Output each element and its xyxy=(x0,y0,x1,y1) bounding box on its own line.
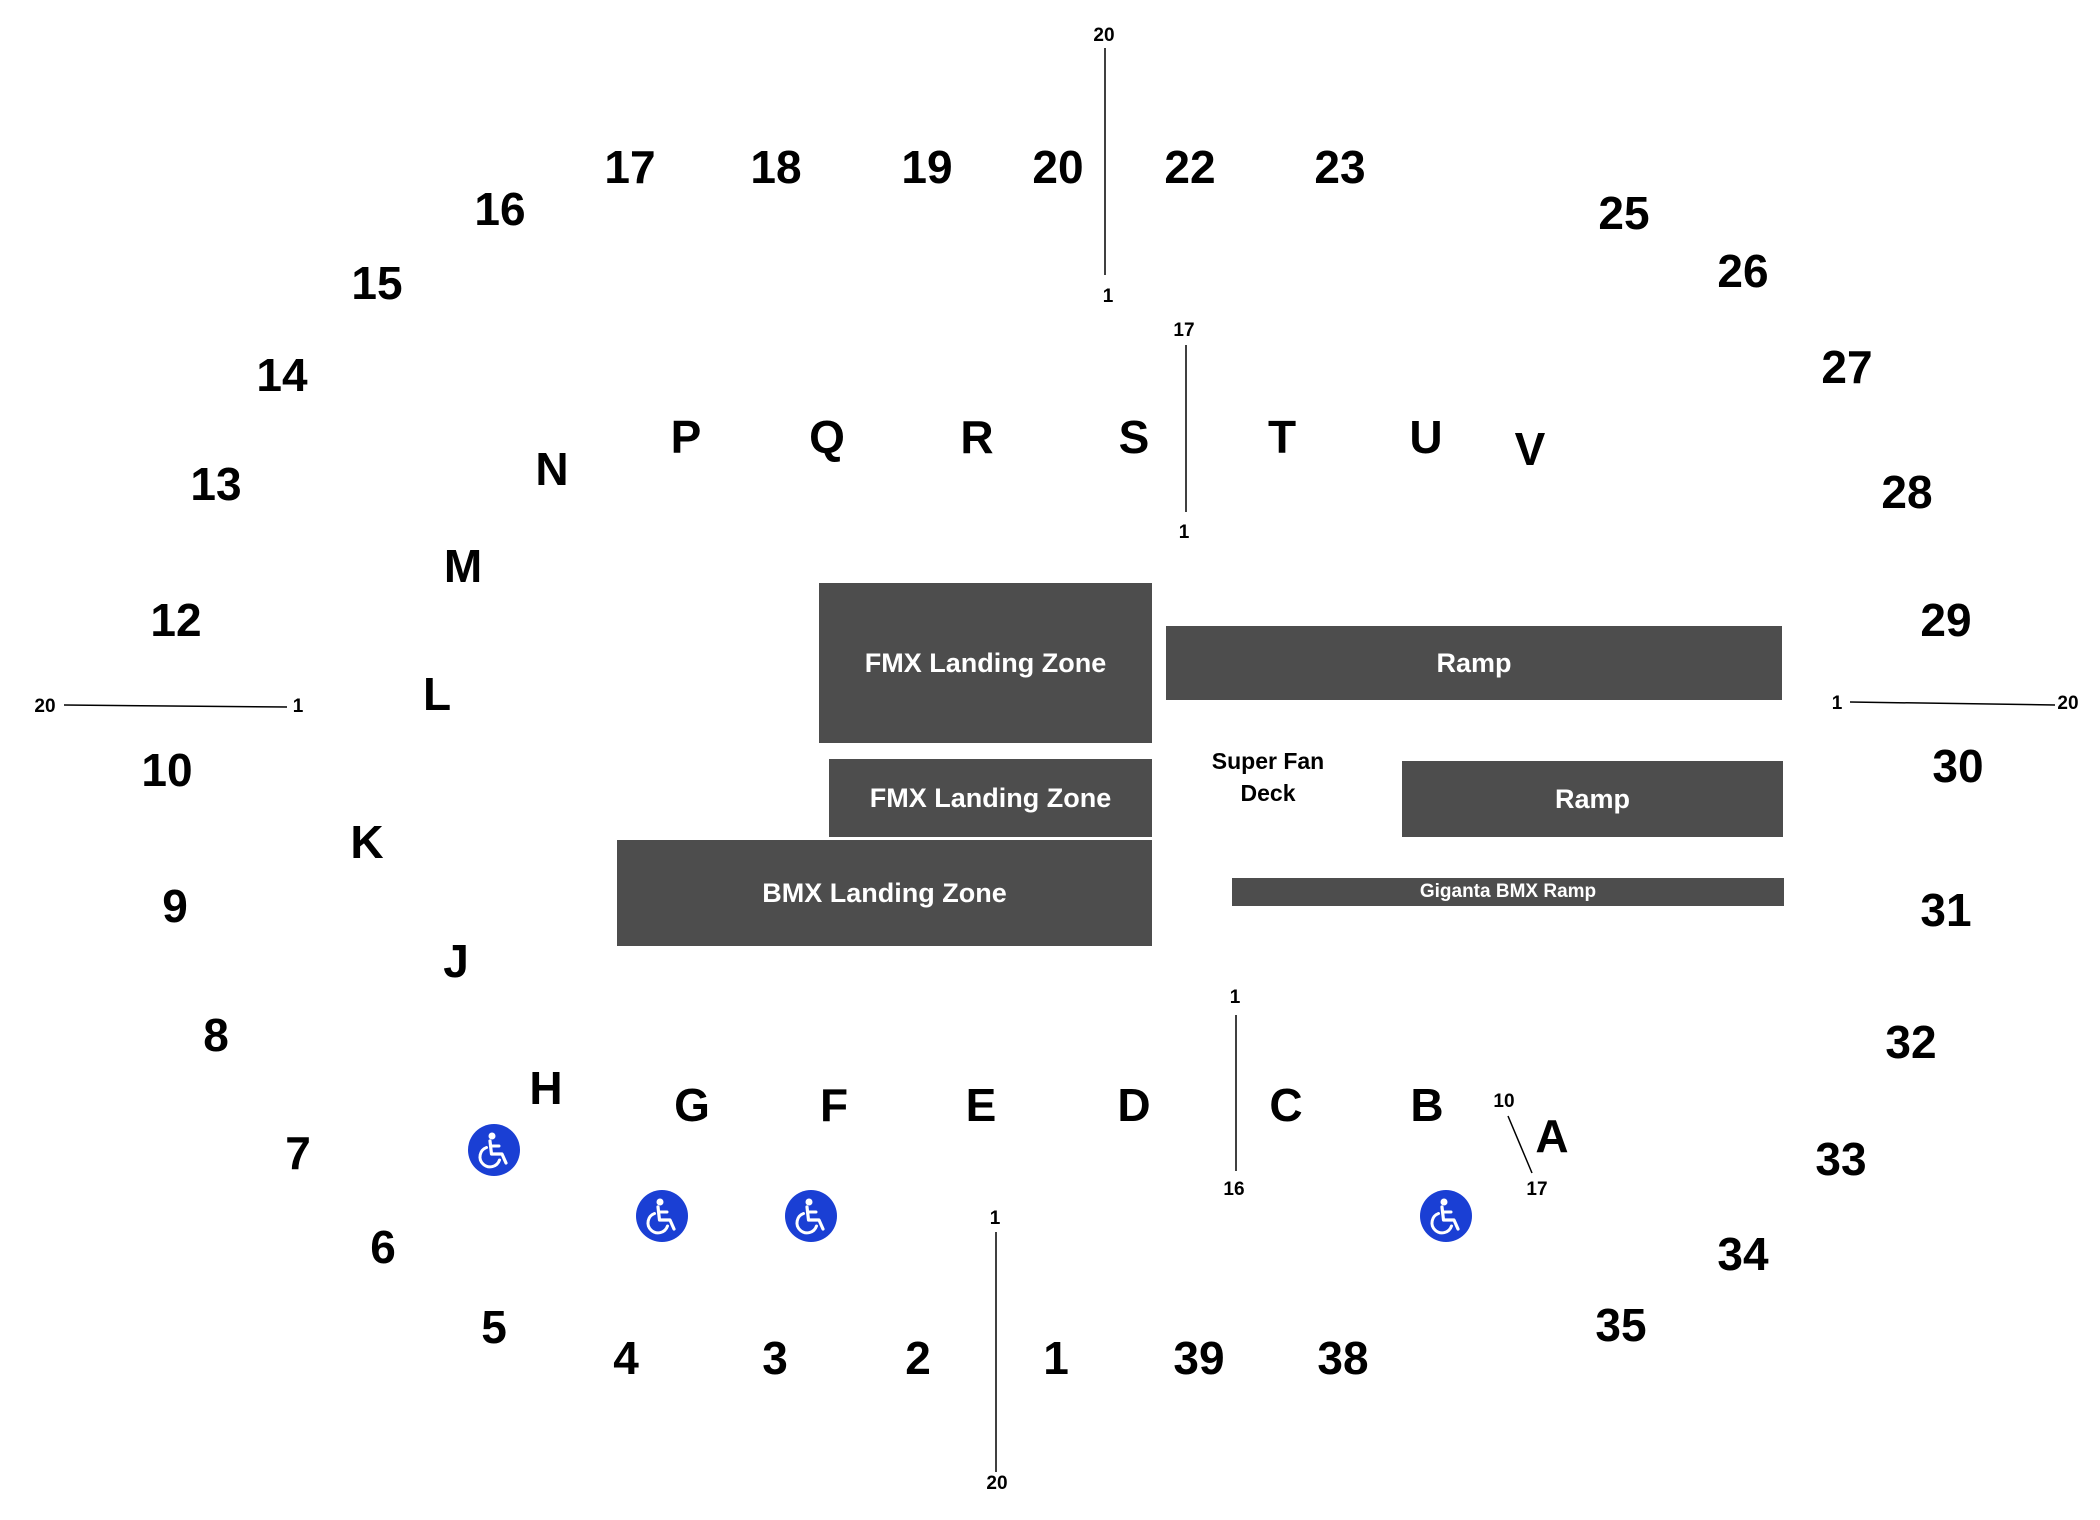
seat-range-line-right xyxy=(1849,701,2056,706)
wheelchair-icon-graphic xyxy=(1420,1190,1472,1242)
row-N[interactable]: N xyxy=(535,443,569,495)
section-30[interactable]: 30 xyxy=(1932,740,1984,792)
row-J[interactable]: J xyxy=(443,935,469,987)
row-B[interactable]: B xyxy=(1410,1079,1444,1131)
section-8[interactable]: 8 xyxy=(203,1009,229,1061)
section-15[interactable]: 15 xyxy=(351,257,403,309)
row-R[interactable]: R xyxy=(960,411,994,463)
section-28[interactable]: 28 xyxy=(1881,466,1933,518)
seat-range-line-left xyxy=(63,704,288,708)
section-34[interactable]: 34 xyxy=(1717,1228,1769,1280)
fmx-landing-zone-upper: FMX Landing Zone xyxy=(819,583,1152,743)
section-18[interactable]: 18 xyxy=(750,141,802,193)
seat-marker-dc-top: 1 xyxy=(1229,987,1241,1008)
giganta-bmx-ramp: Giganta BMX Ramp xyxy=(1232,878,1784,906)
ramp-upper: Ramp xyxy=(1166,626,1782,700)
section-16[interactable]: 16 xyxy=(474,183,526,235)
section-29[interactable]: 29 xyxy=(1920,594,1972,646)
section-23[interactable]: 23 xyxy=(1314,141,1366,193)
row-V[interactable]: V xyxy=(1514,423,1546,475)
section-35[interactable]: 35 xyxy=(1595,1299,1647,1351)
row-A[interactable]: A xyxy=(1535,1110,1569,1162)
wheelchair-icon-graphic xyxy=(636,1190,688,1242)
seat-marker-right-inner: 1 xyxy=(1831,693,1843,714)
row-K[interactable]: K xyxy=(350,816,384,868)
section-12[interactable]: 12 xyxy=(150,594,202,646)
wheelchair-icon-graphic xyxy=(468,1124,520,1176)
row-M[interactable]: M xyxy=(443,540,483,592)
section-14[interactable]: 14 xyxy=(256,349,308,401)
row-T[interactable]: T xyxy=(1267,411,1297,463)
section-13[interactable]: 13 xyxy=(190,458,242,510)
section-7[interactable]: 7 xyxy=(285,1127,311,1179)
row-E[interactable]: E xyxy=(965,1079,997,1131)
row-P[interactable]: P xyxy=(670,411,702,463)
section-32[interactable]: 32 xyxy=(1885,1016,1937,1068)
section-22[interactable]: 22 xyxy=(1164,141,1216,193)
section-27[interactable]: 27 xyxy=(1821,341,1873,393)
super-fan-deck-line2: Deck xyxy=(1240,780,1296,806)
seat-marker-dc-bottom: 16 xyxy=(1223,1179,1245,1200)
seat-marker-top-high: 20 xyxy=(1093,25,1115,46)
row-F[interactable]: F xyxy=(819,1079,849,1131)
section-1[interactable]: 1 xyxy=(1043,1332,1069,1384)
section-31[interactable]: 31 xyxy=(1920,884,1972,936)
wheelchair-icon[interactable] xyxy=(636,1190,688,1242)
row-D[interactable]: D xyxy=(1117,1079,1151,1131)
row-G[interactable]: G xyxy=(674,1079,710,1131)
section-25[interactable]: 25 xyxy=(1598,187,1650,239)
row-Q[interactable]: Q xyxy=(809,411,845,463)
super-fan-deck: Super Fan Deck xyxy=(1212,745,1324,809)
row-C[interactable]: C xyxy=(1269,1079,1303,1131)
section-38[interactable]: 38 xyxy=(1317,1332,1369,1384)
section-20[interactable]: 20 xyxy=(1032,141,1084,193)
section-10[interactable]: 10 xyxy=(141,744,193,796)
row-S[interactable]: S xyxy=(1118,411,1150,463)
section-17[interactable]: 17 xyxy=(604,141,656,193)
seat-marker-a-bottom: 17 xyxy=(1526,1179,1548,1200)
wheelchair-icon[interactable] xyxy=(468,1124,520,1176)
section-6[interactable]: 6 xyxy=(370,1221,396,1273)
seat-marker-bottom-low: 20 xyxy=(986,1473,1008,1494)
seat-marker-right-outer: 20 xyxy=(2057,693,2079,714)
section-4[interactable]: 4 xyxy=(613,1332,639,1384)
section-39[interactable]: 39 xyxy=(1173,1332,1225,1384)
section-9[interactable]: 9 xyxy=(162,880,188,932)
row-U[interactable]: U xyxy=(1409,411,1443,463)
wheelchair-icon-graphic xyxy=(785,1190,837,1242)
fmx-landing-zone-lower: FMX Landing Zone xyxy=(829,759,1152,837)
ramp-lower: Ramp xyxy=(1402,761,1783,837)
seat-marker-left-outer: 20 xyxy=(34,696,56,717)
seat-range-line-a xyxy=(1507,1115,1533,1174)
super-fan-deck-line1: Super Fan xyxy=(1211,748,1325,774)
section-5[interactable]: 5 xyxy=(481,1301,507,1353)
bmx-landing-zone: BMX Landing Zone xyxy=(617,840,1152,946)
wheelchair-icon[interactable] xyxy=(785,1190,837,1242)
row-H[interactable]: H xyxy=(529,1062,563,1114)
section-3[interactable]: 3 xyxy=(762,1332,788,1384)
section-26[interactable]: 26 xyxy=(1717,245,1769,297)
seat-marker-st-low: 1 xyxy=(1178,522,1190,543)
seat-marker-bottom-top: 1 xyxy=(989,1208,1001,1229)
seat-marker-a-top: 10 xyxy=(1493,1091,1515,1112)
seat-marker-left-inner: 1 xyxy=(292,696,304,717)
seat-marker-st-high: 17 xyxy=(1173,320,1195,341)
section-2[interactable]: 2 xyxy=(905,1332,931,1384)
wheelchair-icon[interactable] xyxy=(1420,1190,1472,1242)
section-33[interactable]: 33 xyxy=(1815,1133,1867,1185)
row-L[interactable]: L xyxy=(422,668,452,720)
seat-marker-top-low: 1 xyxy=(1102,286,1114,307)
section-19[interactable]: 19 xyxy=(901,141,953,193)
